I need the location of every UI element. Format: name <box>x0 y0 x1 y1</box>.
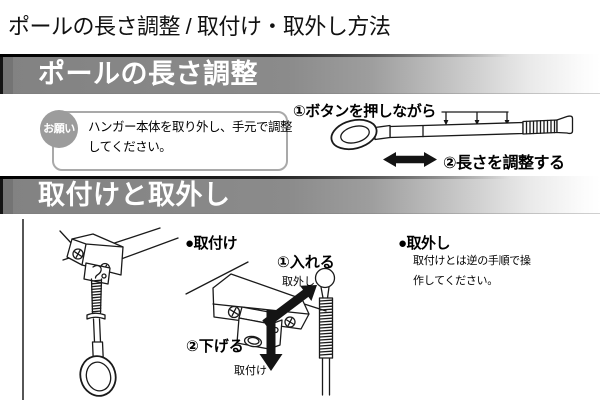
detach-heading: ●取外し <box>398 235 451 252</box>
banner-title: 取付けと取外し <box>38 180 231 210</box>
attach-procedure-illustration <box>185 261 336 396</box>
ceiling-bracket <box>212 273 310 350</box>
pole-body <box>330 115 574 151</box>
pole-top-rod <box>314 267 336 396</box>
step2-adjust-length-label: ②長さを調整する <box>443 155 565 172</box>
notice-box <box>52 111 288 171</box>
detach-direction-arrow-icon <box>262 285 317 328</box>
pole-ring <box>330 118 378 151</box>
notice-text: ハンガー本体を取り外し、手元で調整 してください。 <box>88 117 293 157</box>
detach-body-line2: 作してください。 <box>413 275 498 287</box>
attach-step1-insert-label: ①入れる <box>277 254 335 271</box>
page-title: ポールの長さ調整 / 取付け・取外し方法 <box>8 14 391 39</box>
attach-heading: ●取付け <box>185 235 238 252</box>
left-divider-line <box>22 219 24 400</box>
notice-line1: ハンガー本体を取り外し、手元で調整 <box>88 120 293 134</box>
hanger-rod <box>79 278 117 397</box>
notice-line2: してください。 <box>88 140 172 154</box>
ceiling-bracket <box>66 233 124 285</box>
button-arrow-icon <box>474 120 480 126</box>
detach-body-text: 取付けとは逆の手順で操 作してください。 <box>413 251 531 291</box>
hook-icon <box>92 264 102 279</box>
pole-end-cap <box>556 115 574 135</box>
section-banner-length-adjust: ポールの長さ調整 <box>0 54 600 94</box>
hook-housing <box>83 262 111 285</box>
rod-ball-top <box>314 267 336 289</box>
attach-direction-arrow-icon <box>259 310 283 371</box>
spring-coil <box>91 279 102 313</box>
banner-title: ポールの長さ調整 <box>38 59 258 89</box>
hanger-ring <box>79 355 117 397</box>
attach-step2-lower-label: ②下げる <box>186 338 244 355</box>
notice-badge: お願い <box>40 110 78 148</box>
button-arrow-icon <box>443 120 449 126</box>
section-banner-attach-detach: 取付けと取外し <box>0 176 600 214</box>
step1-press-button-label: ①ボタンを押しながら <box>293 103 436 120</box>
adjust-length-double-arrow-icon <box>383 152 437 167</box>
spring-coil <box>319 299 333 356</box>
attach-direction-label: 取付け <box>234 365 267 377</box>
rod-clip <box>86 312 106 320</box>
detach-direction-label: 取外し <box>282 276 315 288</box>
detach-body-line1: 取付けとは逆の手順で操 <box>413 255 531 267</box>
mounted-hanger-illustration <box>59 227 179 397</box>
pole-illustration <box>330 111 574 167</box>
